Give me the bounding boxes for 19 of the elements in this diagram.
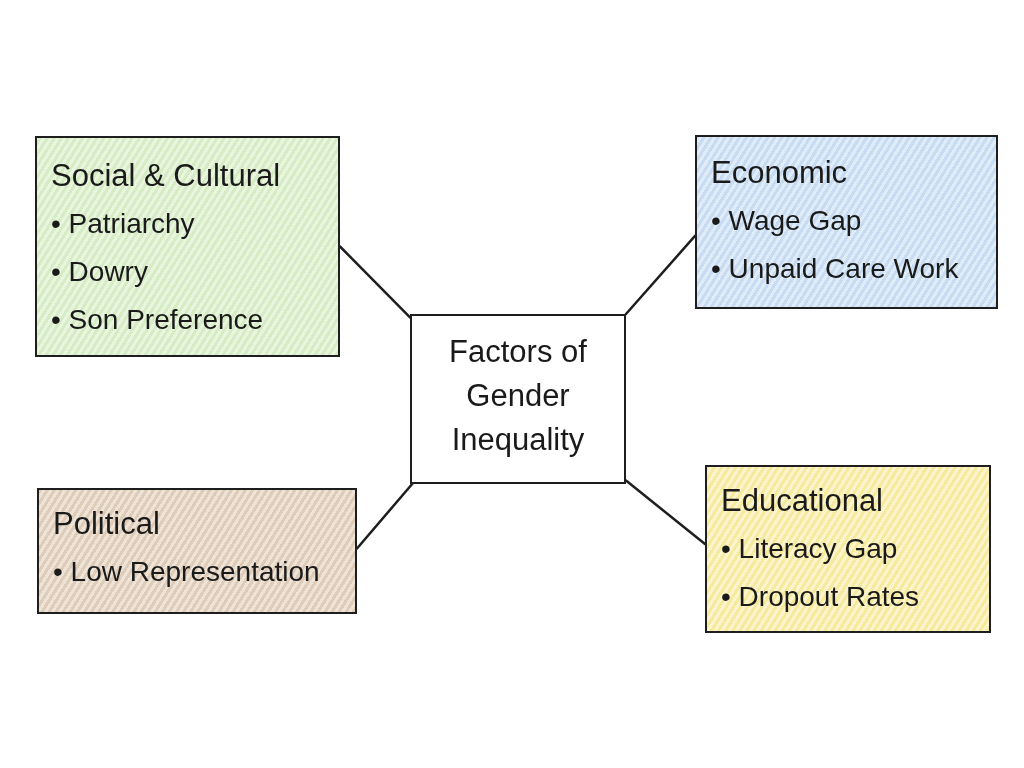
central-topic-box xyxy=(410,314,626,484)
bullet-item: • Low Representation xyxy=(53,555,320,589)
category-box xyxy=(37,488,357,614)
topic-title: Factors of Gender Inequality xyxy=(448,333,588,459)
bullet-item: • Literacy Gap xyxy=(721,532,898,566)
bullet-item: • Dowry xyxy=(51,255,148,289)
bullet-item: • Unpaid Care Work xyxy=(711,252,959,286)
bullet-item: • Patriarchy xyxy=(51,207,195,241)
category-heading: Social & Cultural xyxy=(51,157,281,195)
bullet-item: • Dropout Rates xyxy=(721,580,920,614)
category-box xyxy=(705,465,991,633)
category-heading: Educational xyxy=(721,482,883,520)
connector-line xyxy=(624,234,697,316)
bullet-item: • Wage Gap xyxy=(711,204,862,238)
category-box xyxy=(695,135,998,309)
category-heading: Political xyxy=(53,505,160,543)
category-box xyxy=(35,136,340,357)
bullet-item: • Son Preference xyxy=(51,303,264,337)
category-heading: Economic xyxy=(711,154,848,192)
